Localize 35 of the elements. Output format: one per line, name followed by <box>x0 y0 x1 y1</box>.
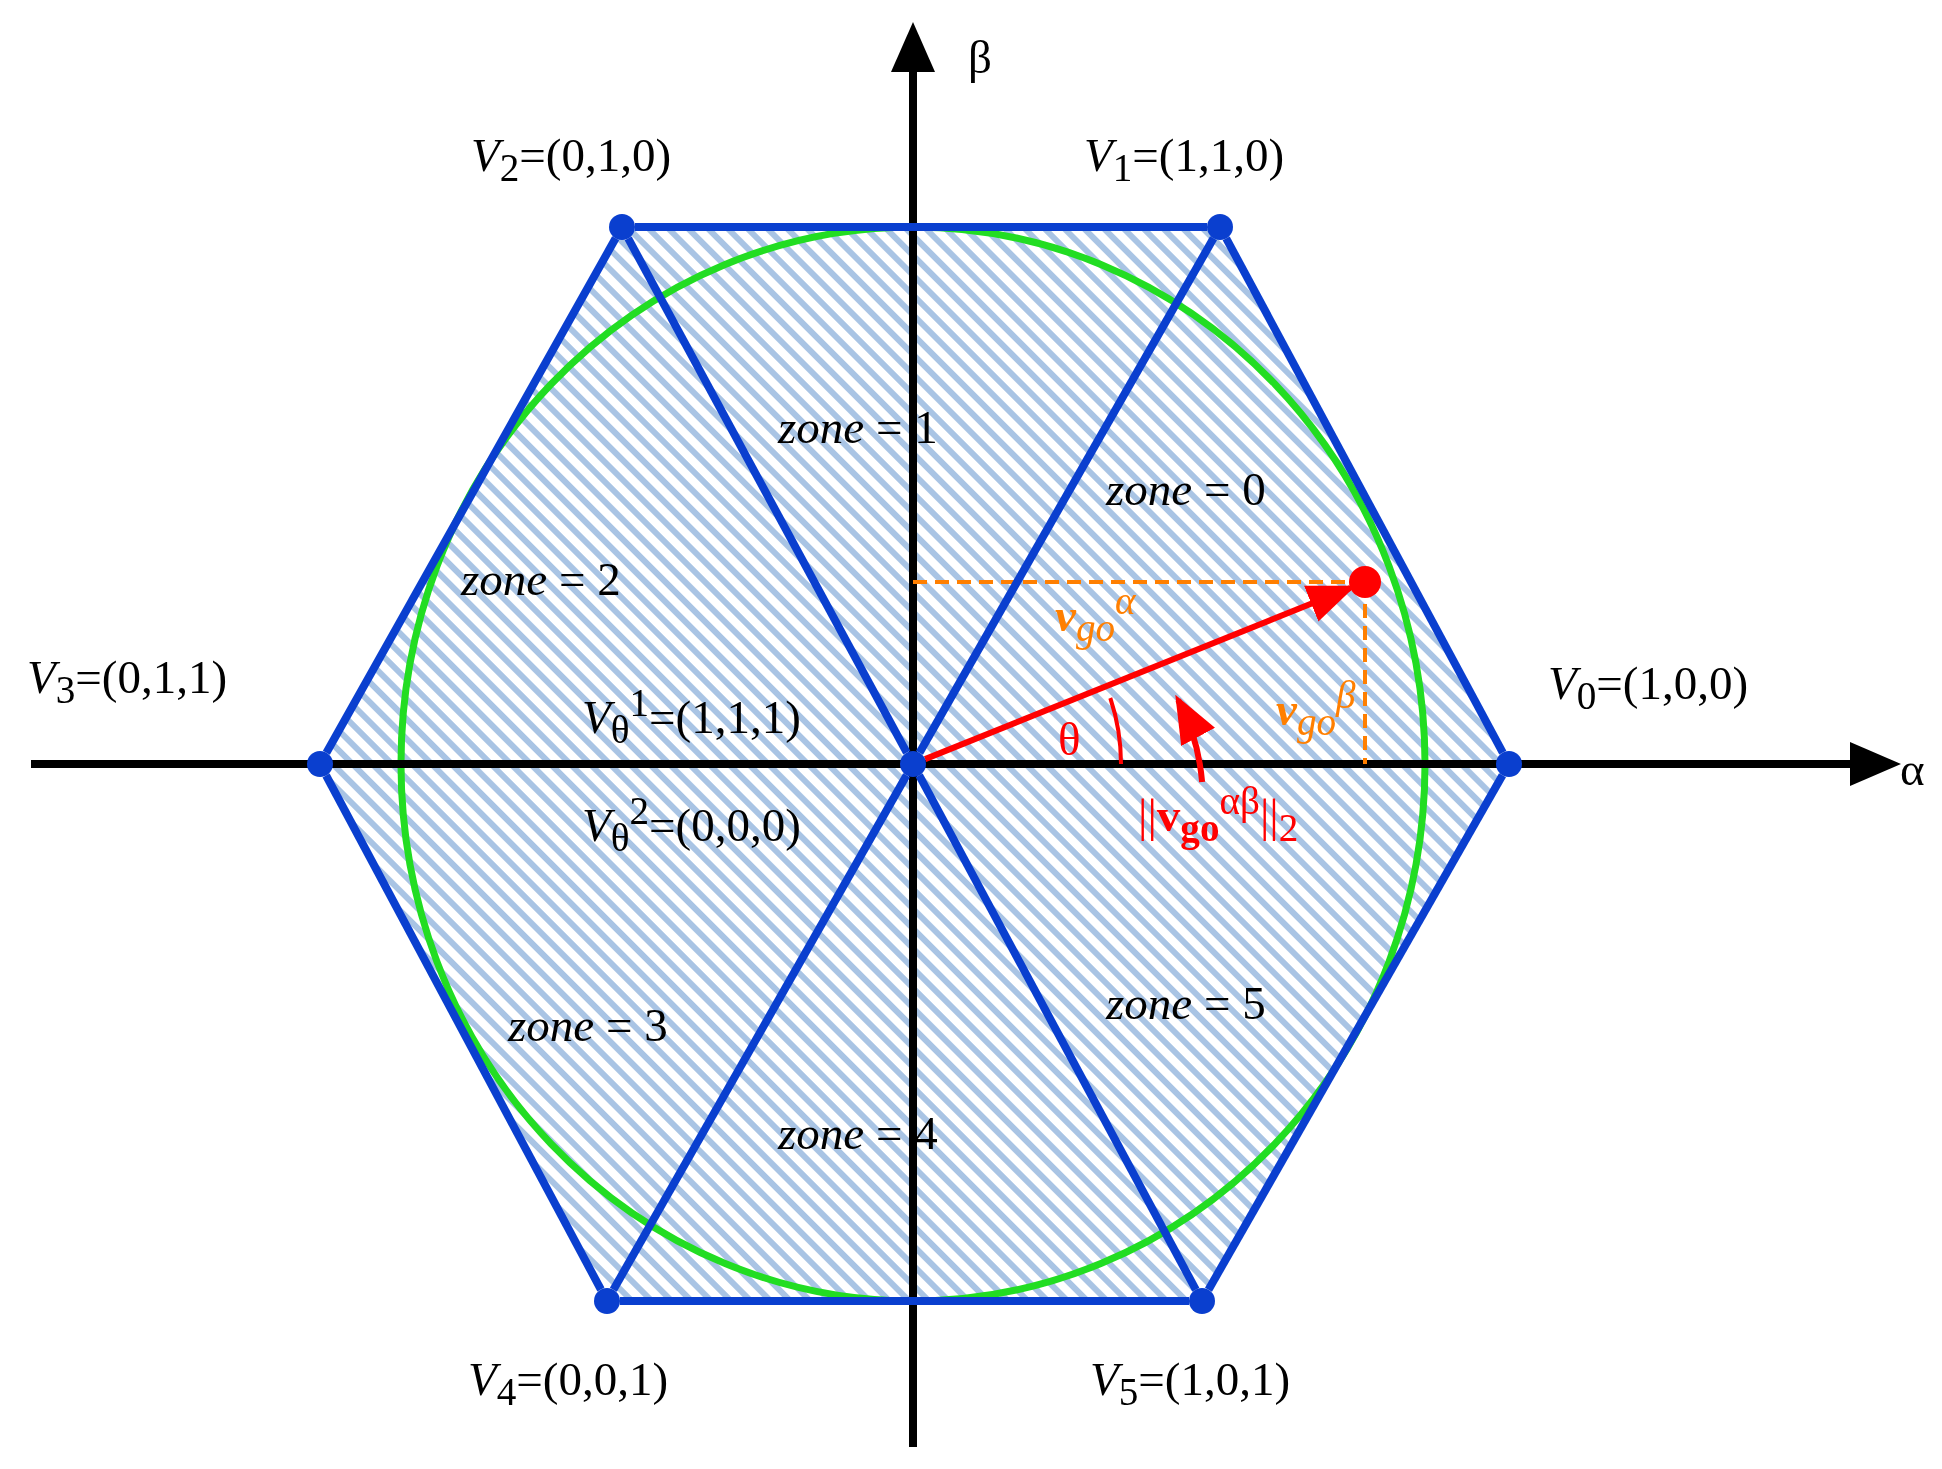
vertex-dot <box>1207 214 1233 240</box>
hexagon-line <box>915 773 1200 1292</box>
vector-label: V$_{5}$=(1,0,1) <box>1090 1352 1291 1415</box>
hexagon-line <box>624 236 911 755</box>
axis-label: zone = 0 <box>1106 462 1266 517</box>
hexagon-line <box>635 223 1207 231</box>
vertex-dot <box>594 1288 620 1314</box>
axis-label: β <box>968 30 992 85</box>
vertex-dot <box>609 214 635 240</box>
hexagon-line <box>620 1297 1189 1305</box>
hexagon-line <box>1222 236 1507 755</box>
formula-label: ||v$_{go}$$^{αβ}$||$_{2}$ <box>1138 778 1299 851</box>
hexagon-line <box>1205 773 1506 1292</box>
vector-label: V$_{2}$=(0,1,0) <box>471 128 672 191</box>
axis-label: zone = 5 <box>1106 976 1266 1031</box>
axis-label: zone = 2 <box>461 552 621 607</box>
axis-label: α <box>1900 742 1925 797</box>
vertex-dot <box>1496 751 1522 777</box>
hexagon-line <box>322 773 605 1292</box>
vertex-dot <box>1189 1288 1215 1314</box>
vector-label: V$_{3}$=(0,1,1) <box>27 650 228 713</box>
axis-label: θ <box>1058 712 1081 767</box>
vector-label: V$_{1}$=(1,1,0) <box>1084 128 1285 191</box>
vertex-dot <box>307 751 333 777</box>
vector-label: V$_{θ}$$^{1}$=(1,1,1) <box>582 680 801 753</box>
vector-label: V$_{0}$=(1,0,0) <box>1548 656 1749 719</box>
hexagon-line <box>916 236 1217 755</box>
axis-label: zone = 3 <box>508 998 668 1053</box>
axis-label: zone = 4 <box>778 1106 938 1161</box>
hexagon-line <box>609 773 911 1292</box>
vector-label: V$_{θ}$$^{2}$=(0,0,0) <box>582 788 801 861</box>
axis-label: zone = 1 <box>778 400 938 455</box>
arrow <box>1175 694 1215 783</box>
vector-label: V$_{4}$=(0,0,1) <box>468 1352 669 1415</box>
hexagon-line <box>322 236 620 755</box>
